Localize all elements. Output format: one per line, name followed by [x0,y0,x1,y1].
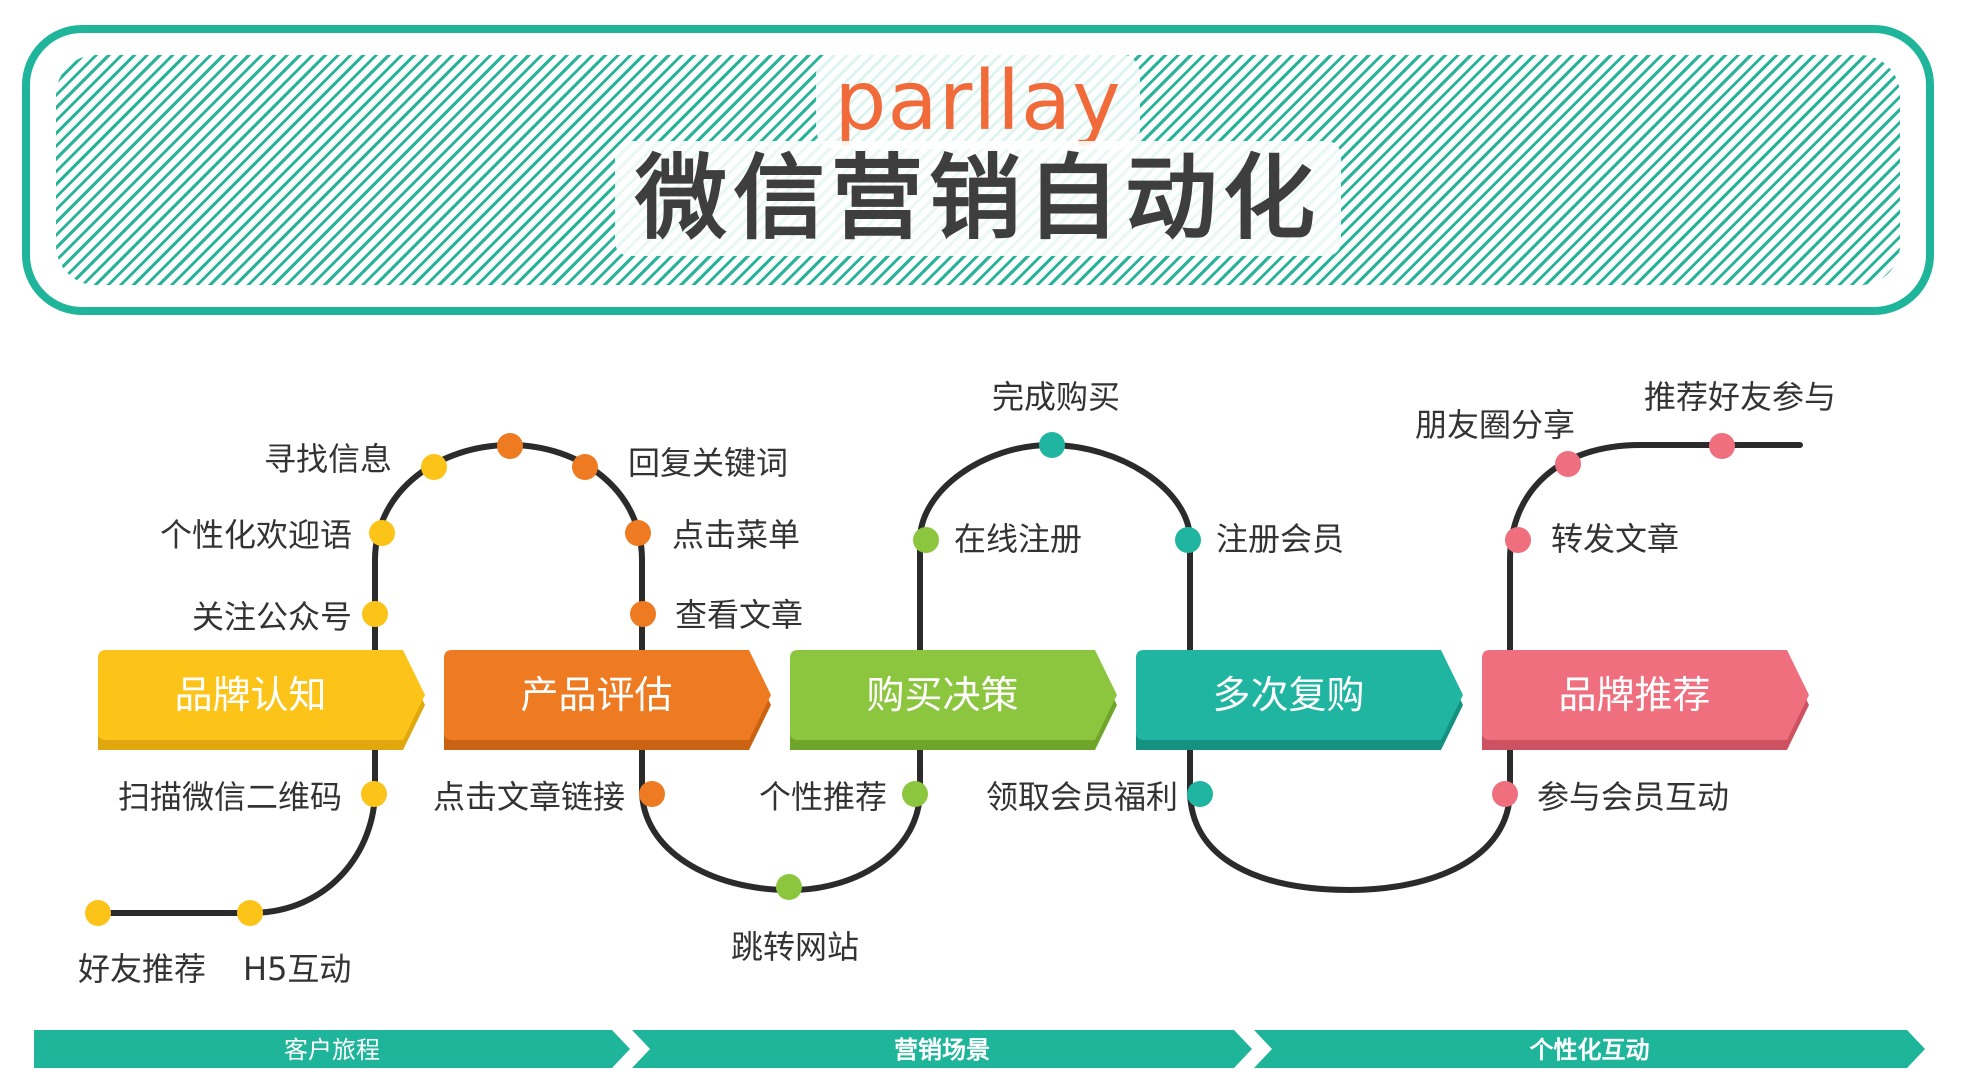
touchpoint-dot-2 [237,900,263,926]
touchpoint-label-8: 回复关键词 [628,444,788,482]
footer-chevron [632,1030,1252,1068]
touchpoint-dot-19 [1505,527,1531,553]
touchpoint-dot-16 [1175,527,1201,553]
stage-banner-body [444,650,771,740]
touchpoint-dot-7 [497,433,523,459]
touchpoint-dot-14 [913,527,939,553]
stage-banner-body [790,650,1117,740]
touchpoint-label-5: 个性化欢迎语 [160,516,352,554]
touchpoint-label-13: 个性推荐 [759,778,887,816]
touchpoint-dot-10 [630,601,656,627]
touchpoint-label-17: 领取会员福利 [986,778,1178,816]
stage-banner-3: 购买决策 [790,650,1117,750]
touchpoint-dot-20 [1555,451,1581,477]
stage-banner-2: 产品评估 [444,650,771,750]
footer-section-2: 营销场景 [632,1030,1252,1068]
footer-section-label: 个性化互动 [1530,1036,1650,1064]
touchpoint-label-16: 注册会员 [1216,520,1344,558]
touchpoint-label-21: 推荐好友参与 [1644,378,1836,416]
touchpoint-label-9: 点击菜单 [672,516,800,554]
stage-label: 多次复购 [1212,673,1364,717]
touchpoint-label-15: 完成购买 [992,378,1120,416]
touchpoint-label-18: 参与会员互动 [1537,778,1729,816]
touchpoint-dot-12 [776,874,802,900]
touchpoint-label-20: 朋友圈分享 [1415,406,1575,444]
footer-section-3: 个性化互动 [1254,1030,1925,1068]
stage-banner-body [1136,650,1463,740]
touchpoint-dot-9 [625,520,651,546]
touchpoint-dot-3 [361,781,387,807]
touchpoint-label-4: 关注公众号 [192,598,352,636]
touchpoint-label-2: H5互动 [243,950,351,988]
touchpoint-label-14: 在线注册 [954,520,1082,558]
touchpoint-dot-17 [1187,781,1213,807]
touchpoint-dot-6 [421,454,447,480]
touchpoint-dot-11 [639,781,665,807]
touchpoint-label-19: 转发文章 [1551,520,1679,558]
footer-section-label: 营销场景 [894,1036,990,1064]
touchpoint-dot-1 [85,900,111,926]
touchpoint-dot-13 [902,781,928,807]
page-title-text: 微信营销自动化 [614,141,1341,256]
touchpoint-label-10: 查看文章 [675,596,803,634]
stage-label: 品牌认知 [174,673,326,717]
touchpoint-dot-15 [1039,432,1065,458]
stage-label: 购买决策 [866,673,1018,717]
touchpoint-label-12: 跳转网站 [731,928,859,966]
logo-text: parllay [816,54,1140,149]
touchpoint-label-11: 点击文章链接 [433,778,625,816]
touchpoint-label-6: 寻找信息 [264,440,392,478]
footer-section-label: 客户旅程 [284,1036,380,1064]
footer-chevron [34,1030,630,1068]
touchpoint-dot-18 [1492,781,1518,807]
footer-chevron [1254,1030,1925,1068]
touchpoint-label-1: 好友推荐 [78,950,206,988]
touchpoint-dot-4 [362,601,388,627]
stage-banner-body [1482,650,1809,740]
stage-banner-body [98,650,425,740]
touchpoint-dot-21 [1709,433,1735,459]
touchpoint-label-3: 扫描微信二维码 [118,778,342,816]
stage-label: 产品评估 [520,673,672,717]
stage-banner-5: 品牌推荐 [1482,650,1809,750]
stage-banner-1: 品牌认知 [98,650,425,750]
header-banner: parllay 微信营销自动化 [22,25,1934,315]
footer-section-1: 客户旅程 [34,1030,630,1068]
page-title: 微信营销自动化 [30,141,1926,256]
touchpoint-dot-5 [369,520,395,546]
stage-banner-4: 多次复购 [1136,650,1463,750]
parllay-logo: parllay [30,54,1926,149]
touchpoint-dot-8 [572,454,598,480]
stage-label: 品牌推荐 [1558,673,1710,717]
